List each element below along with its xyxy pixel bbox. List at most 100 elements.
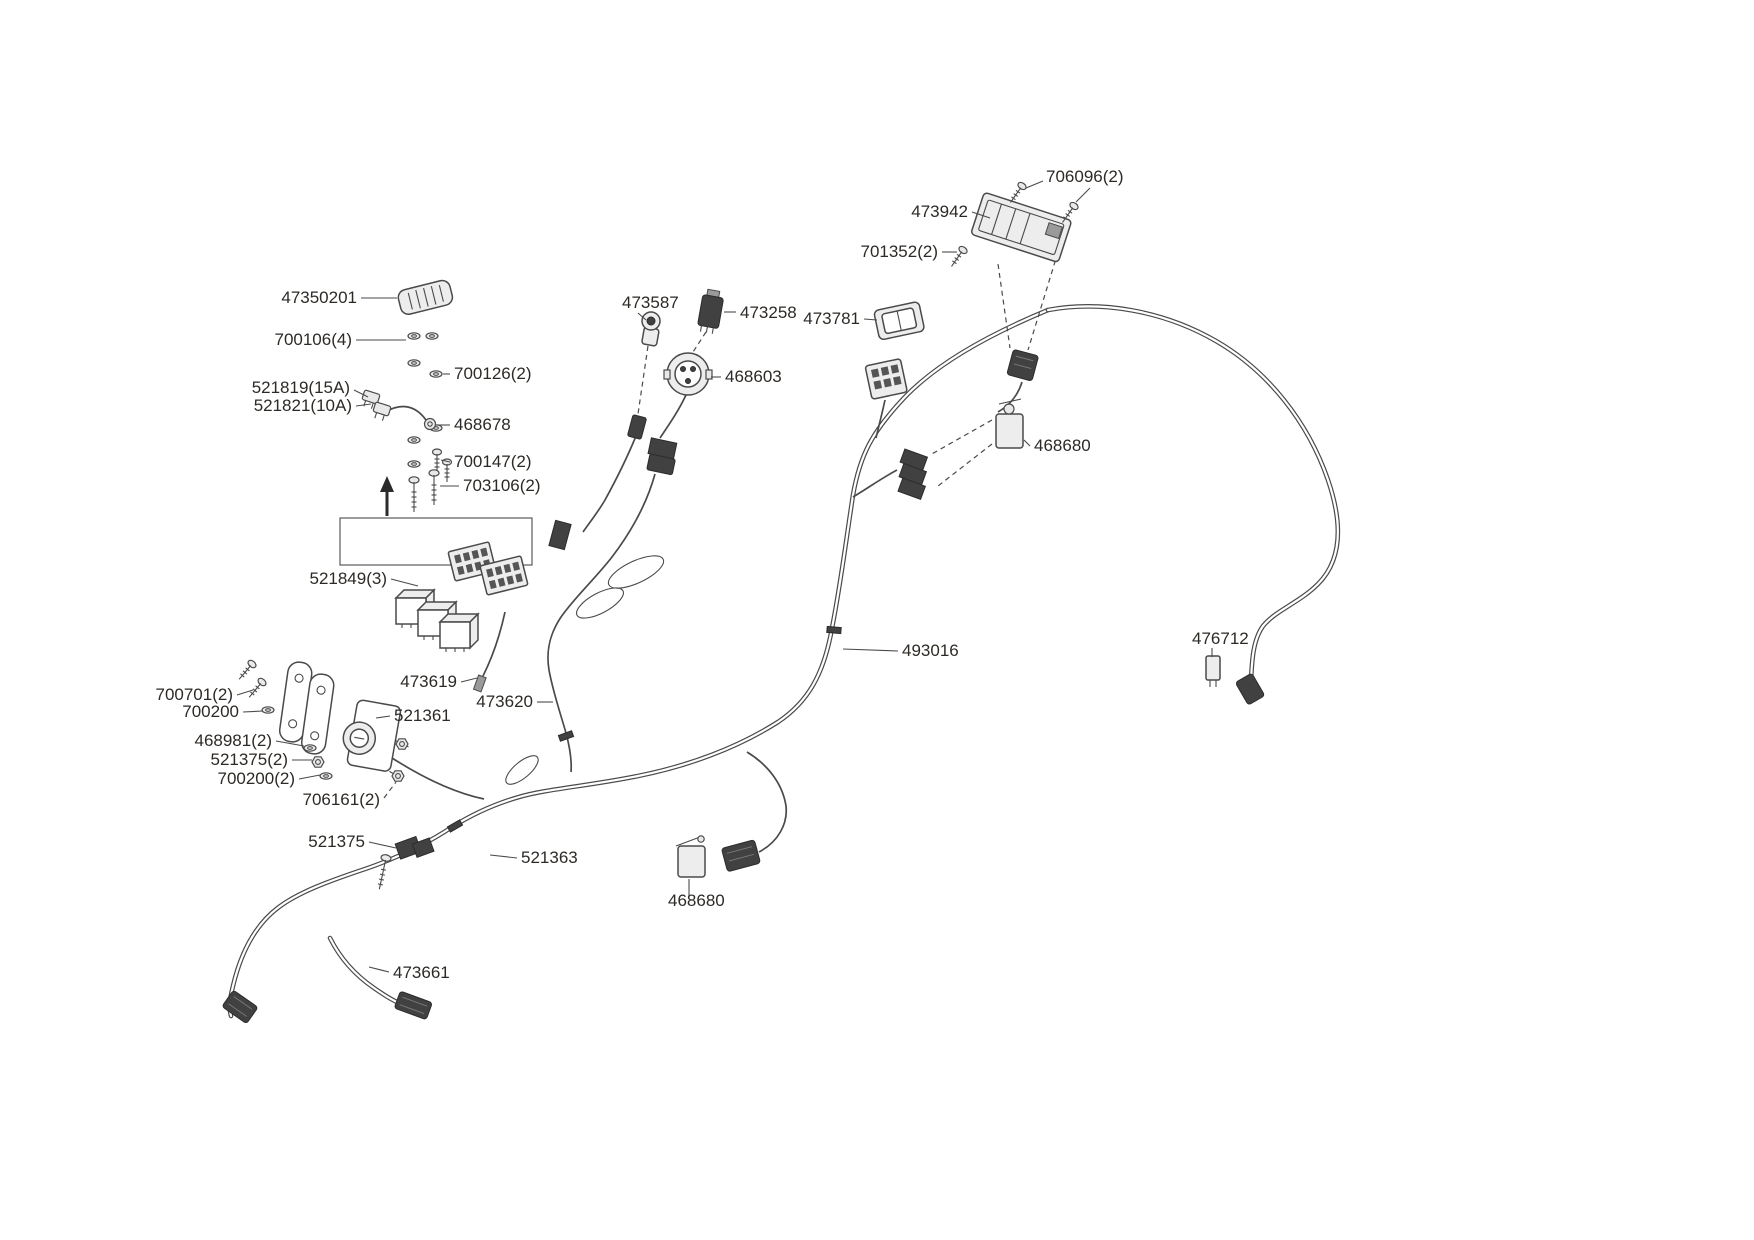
- stepped-connector: [897, 448, 929, 501]
- center-wire-1: [547, 473, 656, 773]
- branch-switch-473781: [875, 399, 886, 439]
- part-label-700147: 700147(2): [454, 452, 532, 471]
- block-connector: [548, 519, 572, 551]
- rocker-switch-473781: [873, 301, 925, 341]
- bolt-icon-703106: [428, 469, 440, 506]
- fuse-icon-521821: [370, 401, 392, 423]
- part-label-473942: 473942: [911, 202, 968, 221]
- leader-line: [842, 648, 899, 652]
- switch-468680-upper: [995, 398, 1024, 449]
- nut-icon: [395, 738, 409, 750]
- harness-473661: [327, 935, 402, 1006]
- harness-clip: [446, 819, 464, 833]
- part-label-706161: 706161(2): [302, 790, 380, 809]
- harness-trunk-inner: [228, 308, 1050, 1018]
- screw-icon-700147: [431, 448, 443, 473]
- connector-473781: [864, 358, 908, 400]
- wire-loop: [505, 755, 539, 785]
- part-label-468981: 468981(2): [194, 731, 272, 750]
- center-wire-2: [582, 435, 637, 533]
- part-label-521375: 521375: [308, 832, 365, 851]
- part-label-521849: 521849(3): [309, 569, 387, 588]
- screw-icon-700701: [235, 658, 258, 683]
- leader-line: [390, 578, 419, 587]
- leader-line: [637, 312, 647, 321]
- part-label-468678: 468678: [454, 415, 511, 434]
- part-label-47350201: 47350201: [281, 288, 357, 307]
- part-label-468603: 468603: [725, 367, 782, 386]
- leader-line: [1023, 439, 1031, 447]
- connector-473661: [394, 991, 432, 1020]
- rocker-switch-47350201: [397, 279, 454, 315]
- washer-icon: [407, 460, 421, 468]
- leader-line: [355, 403, 372, 407]
- alignment-dashes: [365, 251, 1059, 775]
- switch-468680-lower: [675, 835, 706, 878]
- terminal-473619: [472, 674, 487, 693]
- bolt-icon: [373, 853, 393, 891]
- leader-line: [368, 841, 397, 849]
- dash-468680-b: [937, 443, 993, 487]
- branch-top-connector: [997, 381, 1023, 413]
- part-label-473619: 473619: [400, 672, 457, 691]
- leader-line: [375, 715, 391, 719]
- dash-473258: [692, 331, 707, 353]
- washer-icon-700106: [425, 332, 439, 340]
- harness-right-loop-inner: [1046, 305, 1339, 682]
- part-label-473781: 473781: [803, 309, 860, 328]
- leader-line: [368, 966, 390, 973]
- connector-473587: [627, 414, 647, 440]
- part-label-468680: 468680: [1034, 436, 1091, 455]
- loop-end-connector: [1235, 673, 1265, 705]
- control-module-473942: [971, 192, 1072, 263]
- part-label-473661: 473661: [393, 963, 450, 982]
- washer-icon-700126: [429, 370, 443, 378]
- leader-line: [971, 211, 991, 219]
- leader-line: [236, 689, 254, 696]
- part-label-700200-2: 700200(2): [217, 769, 295, 788]
- branch-lower-468680: [746, 751, 788, 853]
- wire-loop: [576, 587, 624, 619]
- stacked-connector: [646, 437, 678, 476]
- connector-473258: [697, 288, 724, 334]
- leader-line: [489, 854, 518, 859]
- wire-473619: [482, 611, 506, 677]
- washer-icon-468981: [303, 744, 317, 752]
- wire-loop: [607, 555, 665, 589]
- inset-box: [339, 517, 533, 566]
- main-harness-wires: [227, 304, 1341, 1019]
- connector-521375: [394, 835, 435, 860]
- part-label-521375-2: 521375(2): [210, 750, 288, 769]
- part-label-521363: 521363: [521, 848, 578, 867]
- leader-lines: [236, 180, 1213, 973]
- nut-icon-706161: [391, 770, 405, 782]
- dash-module-right: [1027, 251, 1059, 351]
- part-label-476712: 476712: [1192, 629, 1249, 648]
- part-label-521361: 521361: [394, 706, 451, 725]
- module-harness-connector: [1006, 349, 1039, 381]
- keyswitch-521361: [342, 699, 409, 772]
- leader-line: [353, 389, 369, 398]
- part-label-700106: 700106(4): [274, 330, 352, 349]
- part-label-700701: 700701(2): [155, 685, 233, 704]
- part-label-700126: 700126(2): [454, 364, 532, 383]
- dash-473587: [637, 345, 649, 415]
- dash-468680-a: [929, 419, 993, 456]
- screw-icon-700147: [441, 458, 453, 483]
- leader-line-dashed: [383, 781, 397, 799]
- leader-line: [298, 774, 321, 780]
- washer-icon-700106: [407, 359, 421, 367]
- connector-476712: [1205, 655, 1221, 687]
- part-label-701352: 701352(2): [860, 242, 938, 261]
- nut-icon-521375: [311, 756, 325, 768]
- ring-terminal-468678: [423, 417, 437, 431]
- part-label-493016: 493016: [902, 641, 959, 660]
- leader-line: [1075, 187, 1091, 203]
- part-label-706096: 706096(2): [1046, 167, 1124, 186]
- button-473587: [641, 311, 661, 347]
- part-label-521819: 521819(15A): [252, 378, 350, 397]
- socket-wire: [659, 394, 687, 439]
- connector-468680-lower: [721, 839, 761, 872]
